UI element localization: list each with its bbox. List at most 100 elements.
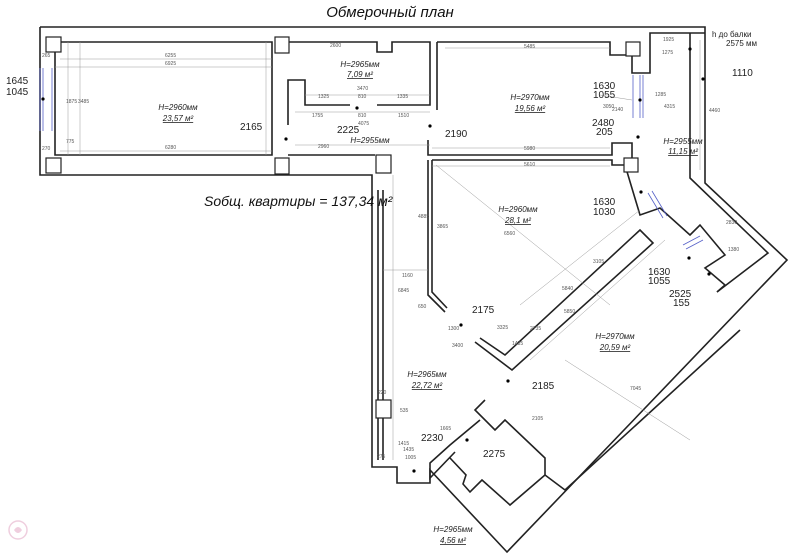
dimension: 535 — [400, 408, 409, 414]
dimension: 1285 — [655, 92, 666, 98]
dimension: 1875 — [66, 99, 77, 105]
room-area: 4,56 м² — [440, 536, 466, 545]
dimension: 4460 — [709, 108, 720, 114]
wall-right-inner — [689, 33, 770, 293]
dimension: 775 — [66, 139, 75, 145]
dimension: 2960 — [318, 144, 329, 150]
mark: 1630 — [593, 197, 616, 208]
dimension: 5840 — [562, 286, 573, 292]
column — [375, 154, 392, 174]
mark: 1045 — [6, 87, 29, 98]
column — [375, 399, 392, 419]
dimension-lines — [55, 40, 701, 460]
dimension: 1325 — [318, 94, 329, 100]
wall-bath-2 — [449, 399, 546, 507]
dimension: 1300 — [448, 326, 459, 332]
room-height: H=2960мм — [158, 103, 198, 112]
dimension: 650 — [418, 304, 427, 310]
dimension: 1755 — [312, 113, 323, 119]
mark: 2275 — [483, 449, 506, 460]
wall-bath-3 — [429, 419, 481, 480]
wall-bay — [624, 164, 727, 293]
mark: 2225 — [337, 125, 360, 136]
wall-room-3-bottom2 — [432, 159, 625, 166]
logo-icon — [8, 520, 28, 540]
room-height: H=2965мм — [433, 525, 473, 534]
mark: 2525 — [669, 289, 692, 300]
wall-room-3-bottom — [427, 140, 633, 160]
room-area: 20,59 м² — [599, 343, 631, 352]
mark: 2190 — [445, 129, 468, 140]
column — [45, 157, 62, 174]
dimension: 220 — [378, 390, 387, 396]
dimension: 3050 — [603, 104, 614, 110]
room-height: H=2960мм — [498, 205, 538, 214]
dimension: 3325 — [497, 325, 508, 331]
room-area: 28,1 м² — [504, 216, 531, 225]
mark: 2480 — [592, 118, 615, 129]
mark: 1055 — [593, 90, 616, 101]
dimension: 1415 — [398, 441, 409, 447]
dimension: 1160 — [402, 273, 413, 279]
room-area: 7,09 м² — [347, 70, 373, 79]
room-area: 19,56 м² — [515, 104, 546, 113]
dimension-numbers: 6255 6925 6280 3485 1875 775 265 270 260… — [42, 37, 739, 461]
dimension: 1510 — [398, 113, 409, 119]
dimension: 3470 — [357, 86, 368, 92]
room-label: H=2960мм 23,57 м² — [158, 103, 198, 123]
dimension: 265 — [42, 53, 51, 59]
mark: h до балки — [712, 30, 752, 39]
room-height: H=2955мм — [663, 137, 703, 146]
outer-wall — [39, 26, 789, 554]
dimension: 2830 — [726, 220, 737, 226]
column — [274, 157, 290, 175]
wall-room-1 — [54, 41, 273, 156]
dimension: 3865 — [437, 224, 448, 230]
dimension: 1665 — [440, 426, 451, 432]
mark: 1630 — [648, 267, 671, 278]
dimension: 1380 — [728, 247, 739, 253]
corridor-height: H=2955мм — [350, 136, 390, 145]
dimension: 810 — [358, 113, 367, 119]
dimension: 2600 — [330, 43, 341, 49]
room-height: H=2965мм — [407, 370, 447, 379]
room-area: 11,15 м² — [668, 147, 698, 156]
mark: 2575 мм — [726, 39, 757, 48]
mark: 2175 — [472, 305, 495, 316]
room-height: H=2970мм — [510, 93, 550, 102]
dimension: 4315 — [664, 104, 675, 110]
dimension: 4075 — [358, 121, 369, 127]
room-label: H=2960мм 28,1 м² — [498, 205, 538, 225]
room-area: 23,57 м² — [162, 114, 194, 123]
wall-room-5-left-inner — [431, 160, 448, 309]
opening-marks: 1645 1045 2165 2225 2190 1630 1055 2480 … — [6, 30, 757, 460]
room-label: H=2970мм 19,56 м² — [510, 93, 550, 113]
dimension: 7045 — [630, 386, 641, 392]
wall-room-3-top — [437, 32, 705, 74]
wall-lower-right — [544, 329, 741, 492]
room-label: H=2965мм 4,56 м² — [433, 525, 473, 545]
column — [274, 36, 290, 54]
mark: 1030 — [593, 207, 616, 218]
dimension: 1925 — [663, 37, 674, 43]
dimension: 5610 — [524, 162, 535, 168]
dimension: 6560 — [504, 231, 515, 237]
wall-room-2b — [287, 79, 350, 125]
mark: 1645 — [6, 76, 29, 87]
mark: 2165 — [240, 122, 263, 133]
dimension: 1435 — [403, 447, 414, 453]
mark: 205 — [596, 127, 613, 138]
dimension: 6925 — [165, 61, 176, 67]
column — [45, 36, 62, 53]
window — [682, 235, 704, 250]
dimension: 6280 — [165, 145, 176, 151]
mark: 155 — [673, 298, 690, 309]
wall-diagonal-partition — [474, 228, 655, 372]
total-area: Sобщ. квартиры = 137,34 м² — [204, 193, 394, 209]
dimension: 275 — [377, 454, 386, 460]
dimension: 5850 — [564, 309, 575, 315]
dimension: 2735 — [530, 326, 541, 332]
